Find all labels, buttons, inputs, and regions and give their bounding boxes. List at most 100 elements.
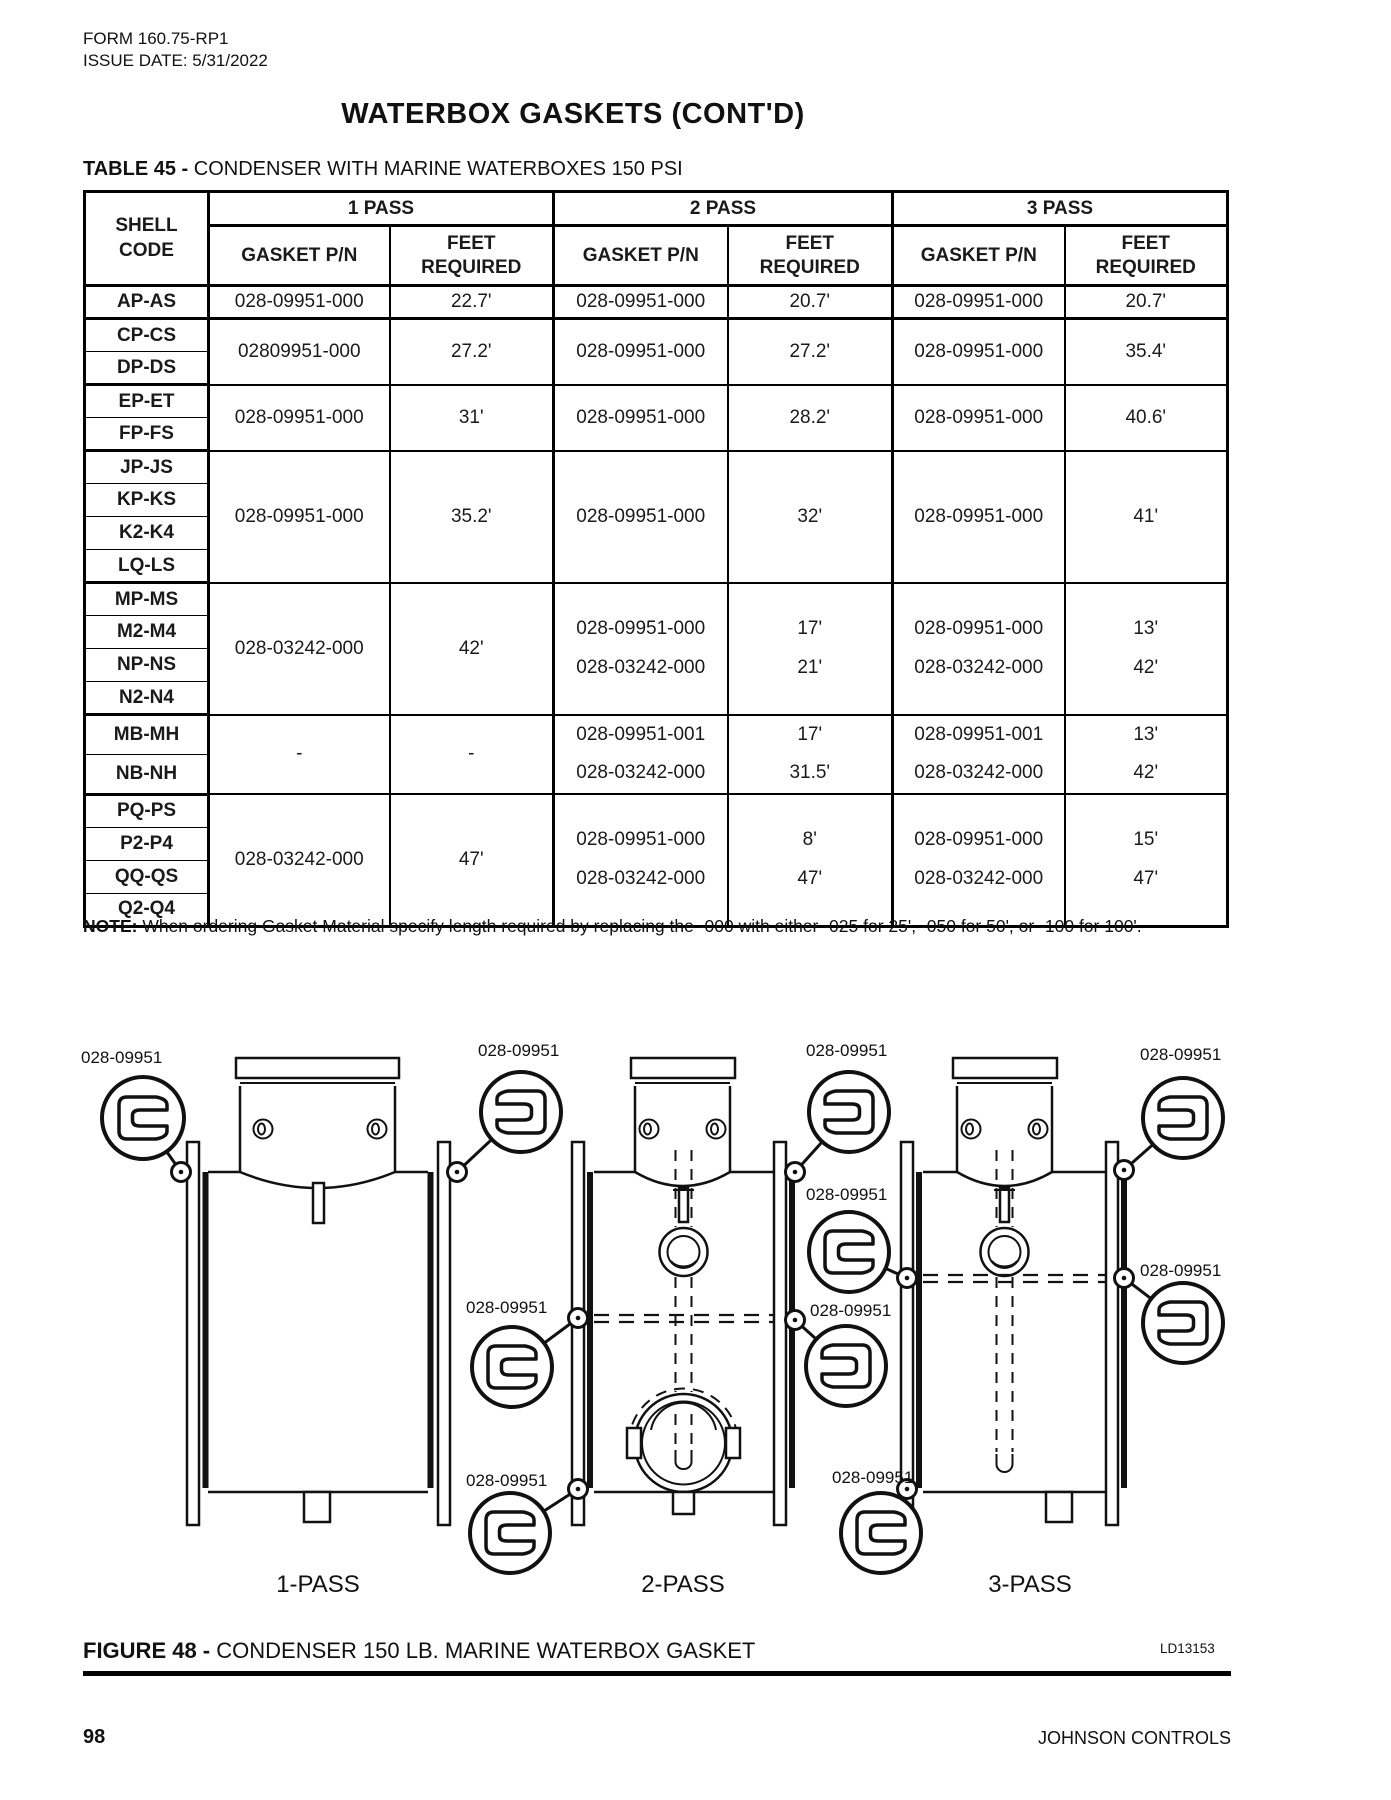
callout-label: 028-09951 bbox=[832, 1468, 913, 1487]
drawing-code: LD13153 bbox=[1160, 1641, 1215, 1656]
feet-required-cell: 31' bbox=[388, 384, 555, 452]
gasket-pn-cell: 02809951-000 bbox=[207, 318, 391, 386]
feet-required-cell: 35.2' bbox=[388, 450, 555, 584]
feet-required-cell: 27.2' bbox=[388, 318, 555, 386]
pass-2-header: 2 PASS bbox=[552, 191, 894, 227]
table-row: LQ-LS bbox=[83, 549, 1228, 584]
gasket-callout: 028-09951 bbox=[832, 1468, 923, 1575]
table-row: NB-NH bbox=[83, 754, 1228, 796]
gasket-pn-cell: 028-09951-000 028-03242-000 bbox=[552, 582, 729, 716]
page-number: 98 bbox=[83, 1726, 106, 1748]
feet-required-cell: 13' 42' bbox=[1063, 582, 1229, 716]
feet-required-cell: 27.2' bbox=[726, 318, 894, 386]
table-title-text: CONDENSER WITH MARINE WATERBOXES 150 PSI bbox=[188, 158, 683, 180]
gasket-pn-cell: 028-09951-000 bbox=[552, 384, 729, 452]
table-row: DP-DS bbox=[83, 351, 1228, 386]
table-row: M2-M4 bbox=[83, 615, 1228, 649]
gasket-pn-cell: 028-09951-000 bbox=[891, 318, 1066, 386]
gasket-callout: 028-09951 bbox=[1113, 1045, 1225, 1181]
shell-code-header: SHELL CODE bbox=[83, 191, 210, 287]
gasket-pn-cell: - bbox=[207, 714, 391, 796]
gasket-pn-header-3: GASKET P/N bbox=[891, 225, 1066, 287]
bolt-hole bbox=[638, 1118, 660, 1140]
three-pass-label: 3-PASS bbox=[988, 1571, 1072, 1598]
gasket-pn-header-1: GASKET P/N bbox=[207, 225, 391, 287]
shell-code-cell: MP-MS bbox=[83, 582, 210, 616]
feet-required-cell: 28.2' bbox=[726, 384, 894, 452]
coupling-ring bbox=[979, 1226, 1030, 1278]
table-row: QQ-QS bbox=[83, 860, 1228, 894]
note-text: When ordering Gasket Material specify le… bbox=[137, 916, 1142, 936]
feet-required-cell: 32' bbox=[726, 450, 894, 584]
feet-required-cell: 22.7' bbox=[388, 285, 555, 320]
callout-label: 028-09951 bbox=[806, 1041, 887, 1060]
callout-label: 028-09951 bbox=[466, 1471, 547, 1490]
drain-tab bbox=[302, 1490, 332, 1524]
feet-required-cell: 35.4' bbox=[1063, 318, 1229, 386]
feet-required-header-1: FEET REQUIRED bbox=[388, 225, 555, 287]
shell-code-cell: PQ-PS bbox=[83, 794, 210, 828]
shell-code-cell: AP-AS bbox=[83, 285, 210, 320]
gasket-callout: 028-09951 bbox=[784, 1041, 891, 1183]
gasket-pn-cell: 028-03242-000 bbox=[207, 794, 391, 928]
table-row: KP-KS bbox=[83, 483, 1228, 517]
nozzle bbox=[951, 1056, 1059, 1172]
form-identifier: FORM 160.75-RP1 ISSUE DATE: 5/31/2022 bbox=[83, 28, 268, 72]
feet-required-header-2: FEET REQUIRED bbox=[726, 225, 894, 287]
company-name: JOHNSON CONTROLS bbox=[1037, 1728, 1231, 1748]
bolt-hole bbox=[960, 1118, 982, 1140]
feet-required-cell: 8' 47' bbox=[726, 794, 894, 928]
three-pass-diagram bbox=[899, 1056, 1127, 1527]
two-pass-label: 2-PASS bbox=[641, 1571, 725, 1598]
one-pass-label: 1-PASS bbox=[276, 1571, 360, 1598]
hidden-pipe-lines bbox=[995, 1150, 1014, 1452]
shell-code-cell: LQ-LS bbox=[83, 549, 210, 584]
gasket-table: SHELL CODE 1 PASS 2 PASS 3 PASS GASKET P… bbox=[83, 190, 1229, 928]
drain-tab bbox=[671, 1490, 696, 1516]
table-45: SHELL CODE 1 PASS 2 PASS 3 PASS GASKET P… bbox=[83, 190, 1229, 928]
gasket-pn-cell: 028-09951-000 bbox=[552, 318, 729, 386]
drain-tab bbox=[1044, 1490, 1074, 1524]
gasket-pn-cell: 028-09951-001 028-03242-000 bbox=[891, 714, 1066, 796]
hidden-pipe-lines bbox=[674, 1150, 693, 1392]
feet-required-cell: 17' 21' bbox=[726, 582, 894, 716]
gasket-pn-cell: 028-09951-000 bbox=[891, 450, 1066, 584]
bolt-hole bbox=[705, 1118, 727, 1140]
tubesheet-left bbox=[185, 1140, 201, 1527]
gasket-pn-cell: 028-09951-000 028-03242-000 bbox=[891, 794, 1066, 928]
pass-3-header: 3 PASS bbox=[891, 191, 1229, 227]
stud bbox=[677, 1186, 690, 1224]
gasket-pn-cell: 028-09951-000 bbox=[207, 384, 391, 452]
one-pass-diagram bbox=[185, 1056, 452, 1527]
bolt-hole bbox=[252, 1118, 274, 1140]
table-title-number: TABLE 45 - bbox=[83, 158, 189, 180]
feet-required-cell: 20.7' bbox=[726, 285, 894, 320]
table-row: K2-K4 bbox=[83, 516, 1228, 550]
shell-code-cell: Q2-Q4 bbox=[83, 893, 210, 928]
table-title: TABLE 45 - CONDENSER WITH MARINE WATERBO… bbox=[83, 158, 683, 181]
feet-required-cell: - bbox=[388, 714, 555, 796]
table-row: FP-FS bbox=[83, 417, 1228, 452]
gasket-callout: 028-09951 bbox=[466, 1471, 589, 1575]
callout-label: 028-09951 bbox=[478, 1041, 559, 1060]
bottom-flange bbox=[625, 1387, 742, 1494]
gasket-callout: 028-09951 bbox=[466, 1298, 589, 1409]
gasket-pn-header-2: GASKET P/N bbox=[552, 225, 729, 287]
table-row: Q2-Q4 bbox=[83, 893, 1228, 928]
issue-date: ISSUE DATE: 5/31/2022 bbox=[83, 51, 268, 70]
bolt-hole bbox=[1027, 1118, 1049, 1140]
table-row: NP-NS bbox=[83, 648, 1228, 682]
partition-line bbox=[923, 1273, 1106, 1284]
pass-1-header: 1 PASS bbox=[207, 191, 555, 227]
gasket-pn-cell: 028-09951-000 bbox=[207, 285, 391, 320]
gasket-pn-cell: 028-09951-000 028-03242-000 bbox=[891, 582, 1066, 716]
feet-required-cell: 13' 42' bbox=[1063, 714, 1229, 796]
feet-required-cell: 42' bbox=[388, 582, 555, 716]
shell-code-cell: FP-FS bbox=[83, 417, 210, 452]
callout-label: 028-09951 bbox=[806, 1185, 887, 1204]
